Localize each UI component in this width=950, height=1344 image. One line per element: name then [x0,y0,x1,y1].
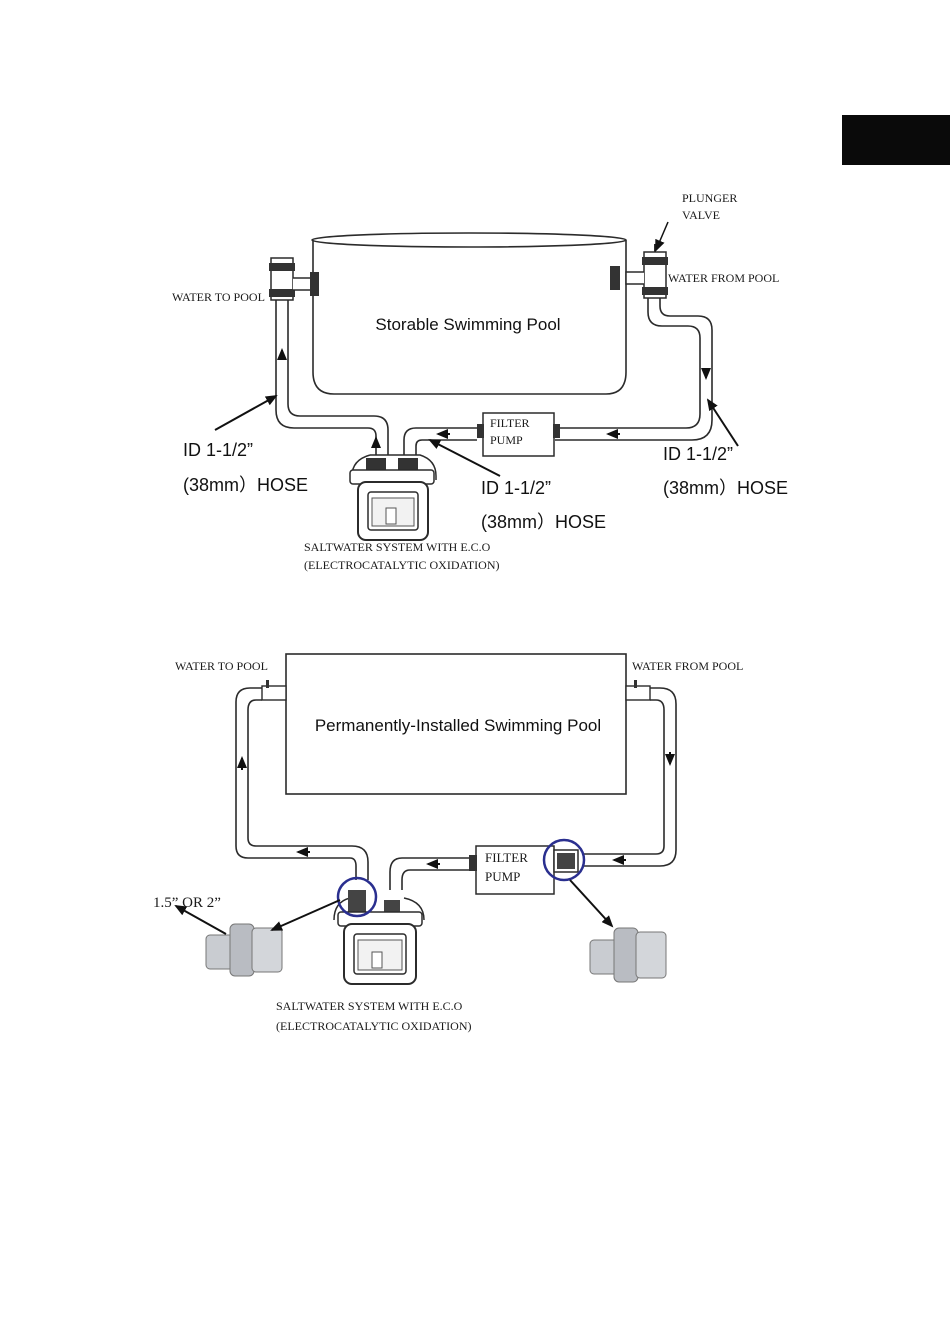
hose-pointer-arrows-1 [214,221,739,477]
diagram-permanent-pool: Permanently-Installed Swimming Pool [153,653,743,1033]
water-to-pool-label-2: WATER TO POOL [175,659,268,673]
hose-right-label-line2: (38mm）HOSE [663,478,788,498]
hose-right-label-line1: ID 1-1/2” [663,444,733,464]
water-to-pool-label-1: WATER TO POOL [172,290,265,304]
pump-to-system-hose [403,427,477,455]
connection-highlight-circles [336,838,586,918]
fitting-size-label: 1.5” OR 2” [153,895,221,911]
system-label-1-line1: SALTWATER SYSTEM WITH E.C.O [304,540,491,554]
flow-arrows-2 [237,752,675,869]
permanent-pool-label: Permanently-Installed Swimming Pool [315,716,601,735]
plunger-valve-right [610,244,668,299]
return-hose-left [275,300,389,455]
hose-left-label-line1: ID 1-1/2” [183,440,253,460]
supply-hose-right [555,298,713,441]
section-tab [842,115,950,165]
filter-pump-2-line1: FILTER [485,850,528,865]
return-fitting-right [625,680,651,701]
water-from-pool-label-2: WATER FROM POOL [632,659,743,673]
system-label-1-line2: (ELECTROCATALYTIC OXIDATION) [304,558,499,572]
hose-mid-label-line1: ID 1-1/2” [481,478,551,498]
storable-pool-body: Storable Swimming Pool [311,232,627,395]
water-from-pool-label-1: WATER FROM POOL [668,271,779,285]
return-pipe-left [235,687,369,880]
filter-pump-1-line1: FILTER [490,416,530,430]
fitting-pointer-arrows [174,879,614,935]
return-fitting-left [261,680,287,701]
union-fitting-left [205,923,283,977]
flow-arrows-1 [277,348,711,448]
plunger-valve-left [269,257,319,301]
saltwater-system-unit-2 [333,890,425,985]
plunger-valve-label-line1: PLUNGER [682,191,737,205]
filter-pump-2-line2: PUMP [485,869,520,884]
filter-pump-1-line2: PUMP [490,433,523,447]
hose-left-label-line2: (38mm）HOSE [183,475,308,495]
union-fitting-right [589,927,667,983]
plunger-valve-label-line2: VALVE [682,208,720,222]
filter-pump-2: FILTER PUMP [469,845,579,895]
hose-mid-label-line2: (38mm）HOSE [481,512,606,532]
highlight-circle-pump [542,838,586,882]
permanent-pool-body: Permanently-Installed Swimming Pool [285,653,627,795]
storable-pool-label: Storable Swimming Pool [375,315,560,334]
supply-pipe-right [584,687,677,867]
highlight-circle-system [336,876,378,918]
pump-to-system-pipe [389,857,469,890]
system-label-2-line2: (ELECTROCATALYTIC OXIDATION) [276,1019,471,1033]
system-label-2-line1: SALTWATER SYSTEM WITH E.C.O [276,999,463,1013]
filter-pump-1: FILTER PUMP [477,412,560,457]
saltwater-system-unit-1 [349,454,437,541]
diagram-storable-pool: Storable Swimming Pool [172,191,788,572]
